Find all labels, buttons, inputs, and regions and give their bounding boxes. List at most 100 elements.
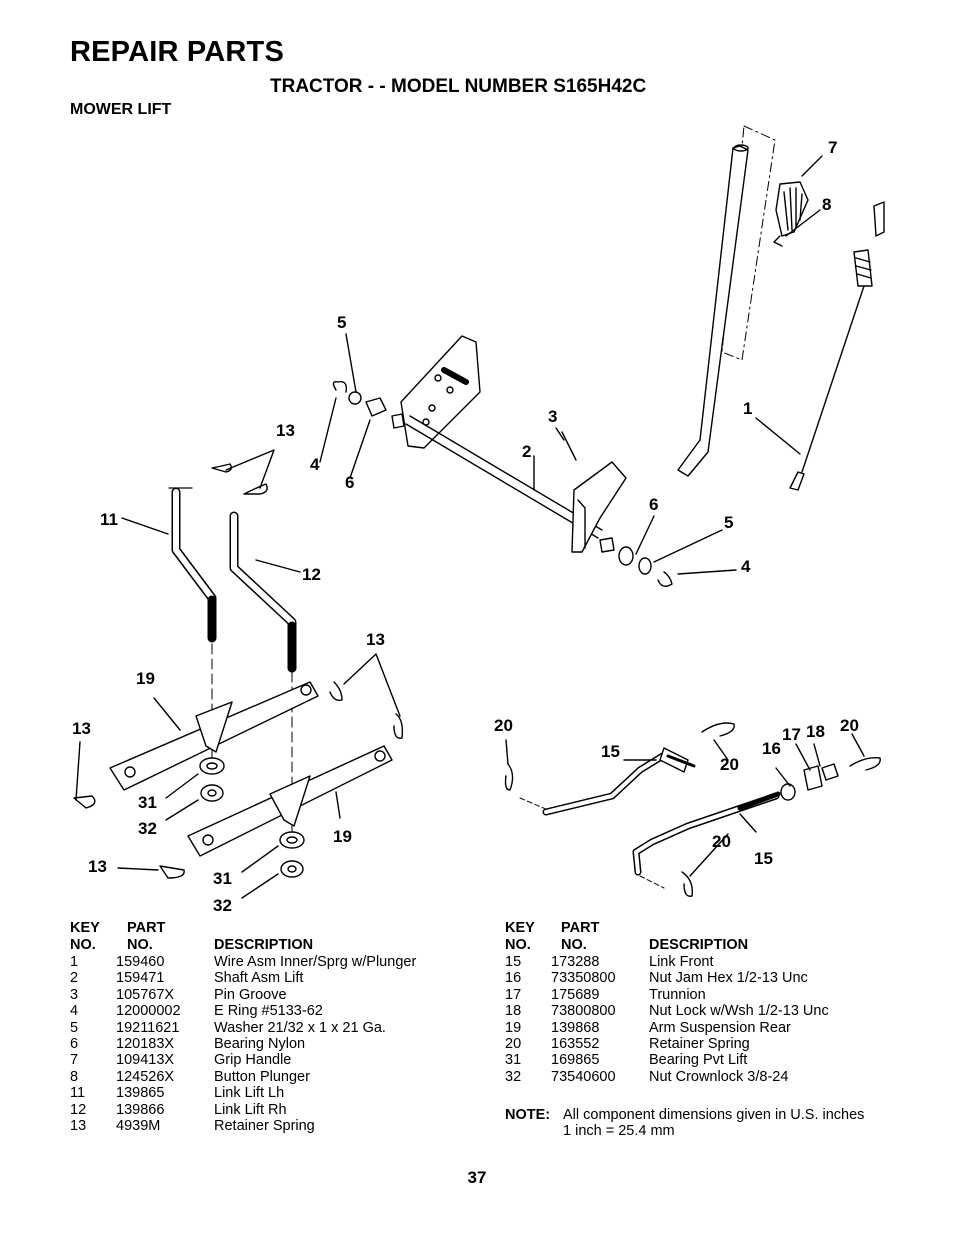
key-cell: 7 <box>70 1052 79 1069</box>
table-row: 20 163552 Retainer Spring <box>505 1036 925 1052</box>
key-cell: 6 <box>70 1035 79 1052</box>
callout-label: 13 <box>366 630 385 649</box>
part-number-cell: 163552 <box>551 1035 600 1052</box>
table-row: 18 73800800 Nut Lock w/Wsh 1/2-13 Unc <box>505 1003 925 1019</box>
key-cell: 2 <box>70 970 79 987</box>
table-row: 5 19211621 Washer 21/32 x 1 x 21 Ga. <box>70 1020 470 1036</box>
header-key: KEY <box>505 920 535 936</box>
model-subtitle: TRACTOR - - MODEL NUMBER S165H42C <box>270 76 647 97</box>
part-number-cell: 105767X <box>116 986 175 1003</box>
callout-label: 5 <box>337 313 346 332</box>
part-number-cell: 159460 <box>116 954 165 970</box>
part-number-cell: 12000002 <box>116 1003 181 1020</box>
header-part: PART <box>127 920 166 936</box>
key-cell: 20 <box>505 1035 522 1052</box>
part-number-cell: 109413X <box>116 1052 175 1069</box>
description-cell: Nut Jam Hex 1/2-13 Unc <box>649 970 808 987</box>
callout-label: 31 <box>213 869 232 888</box>
key-cell: 13 <box>70 1117 87 1134</box>
parts-table-right: KEY PART NO. NO. DESCRIPTION 15 173288 Lin… <box>505 920 925 1085</box>
table-row: 16 73350800 Nut Jam Hex 1/2-13 Unc <box>505 970 925 986</box>
callout-label: 20 <box>712 832 731 851</box>
callout-label: 1 <box>743 399 752 418</box>
key-cell: 1 <box>70 954 79 970</box>
description-cell: Link Front <box>649 954 714 970</box>
table-header: KEY PART NO. NO. DESCRIPTION <box>505 920 925 954</box>
part-number-cell: 175689 <box>551 986 600 1003</box>
description-cell: Link Lift Rh <box>214 1101 287 1118</box>
note-line-2: 1 inch = 25.4 mm <box>563 1123 675 1140</box>
parts-rows-right: 15 173288 Link Front 16 73350800 Nut Jam Hex … <box>505 954 925 1085</box>
callout-label: 4 <box>310 455 320 474</box>
part-number-cell: 19211621 <box>116 1019 180 1036</box>
callout-label: 32 <box>213 896 232 915</box>
note-line-1: All component dimensions given in U.S. i… <box>563 1107 865 1123</box>
callout-label: 32 <box>138 819 157 838</box>
callout-label: 8 <box>822 195 831 214</box>
part-number-cell: 139868 <box>551 1019 600 1036</box>
part-number-cell: 169865 <box>551 1052 600 1069</box>
header-key-no: NO. <box>70 937 96 953</box>
description-cell: Retainer Spring <box>214 1117 315 1134</box>
part-number-cell: 120183X <box>116 1035 175 1052</box>
callout-label: 13 <box>72 719 91 738</box>
part-number-cell: 73350800 <box>551 970 616 987</box>
callout-label: 31 <box>138 793 157 812</box>
part-number-cell: 173288 <box>551 954 600 970</box>
table-header: KEY PART NO. NO. DESCRIPTION <box>70 920 470 954</box>
callout-label: 5 <box>724 513 733 532</box>
description-cell: Pin Groove <box>214 986 287 1003</box>
description-cell: Washer 21/32 x 1 x 21 Ga. <box>214 1019 386 1036</box>
callout-label: 15 <box>754 849 773 868</box>
page-number: 37 <box>467 1168 487 1187</box>
description-cell: Grip Handle <box>214 1052 292 1069</box>
description-cell: E Ring #5133-62 <box>214 1003 323 1020</box>
key-cell: 4 <box>70 1003 79 1020</box>
header-key: KEY <box>70 920 100 936</box>
part-number-cell: 139866 <box>116 1101 165 1118</box>
parts-table-left: KEY PART NO. NO. DESCRIPTION 1 159460 Wire… <box>70 920 470 1134</box>
callout-label: 2 <box>522 442 531 461</box>
key-cell: 32 <box>505 1068 522 1085</box>
description-cell: Arm Suspension Rear <box>649 1019 791 1036</box>
description-cell: Bearing Nylon <box>214 1035 306 1052</box>
callout-label: 20 <box>720 755 739 774</box>
key-cell: 31 <box>505 1052 522 1069</box>
key-cell: 17 <box>505 986 522 1003</box>
key-cell: 11 <box>70 1085 86 1102</box>
page-title: REPAIR PARTS <box>70 36 285 68</box>
section-title: MOWER LIFT <box>70 101 172 118</box>
table-row: 4 12000002 E Ring #5133-62 <box>70 1003 470 1019</box>
description-cell: Link Lift Lh <box>214 1085 285 1102</box>
key-cell: 18 <box>505 1003 522 1020</box>
header-description: DESCRIPTION <box>649 937 749 953</box>
description-cell: Retainer Spring <box>649 1035 750 1052</box>
key-cell: 15 <box>505 954 522 970</box>
description-cell: Button Plunger <box>214 1068 310 1085</box>
part-number-cell: 73800800 <box>551 1003 616 1020</box>
key-cell: 8 <box>70 1068 79 1085</box>
key-cell: 5 <box>70 1019 79 1036</box>
mower-lift-diagram: 7 8 5 1 13 4 6 3 2 11 6 5 12 4 13 19 13 … <box>72 125 885 915</box>
header-key-no: NO. <box>505 937 531 953</box>
callout-label: 20 <box>494 716 513 735</box>
header-part-no: NO. <box>127 937 153 953</box>
callout-label: 18 <box>806 722 825 741</box>
key-cell: 16 <box>505 970 522 987</box>
table-row: 8 124526X Button Plunger <box>70 1069 470 1085</box>
callout-label: 4 <box>741 557 751 576</box>
header-part-no: NO. <box>561 937 587 953</box>
note-label: NOTE: <box>505 1107 551 1123</box>
description-cell: Nut Lock w/Wsh 1/2-13 Unc <box>649 1003 829 1020</box>
description-cell: Wire Asm Inner/Sprg w/Plunger <box>214 954 417 970</box>
header-description: DESCRIPTION <box>214 937 314 953</box>
part-number-cell: 124526X <box>116 1068 175 1085</box>
key-cell: 3 <box>70 986 79 1003</box>
table-row: 6 120183X Bearing Nylon <box>70 1036 470 1052</box>
table-row: 1 159460 Wire Asm Inner/Sprg w/Plunger <box>70 954 470 970</box>
